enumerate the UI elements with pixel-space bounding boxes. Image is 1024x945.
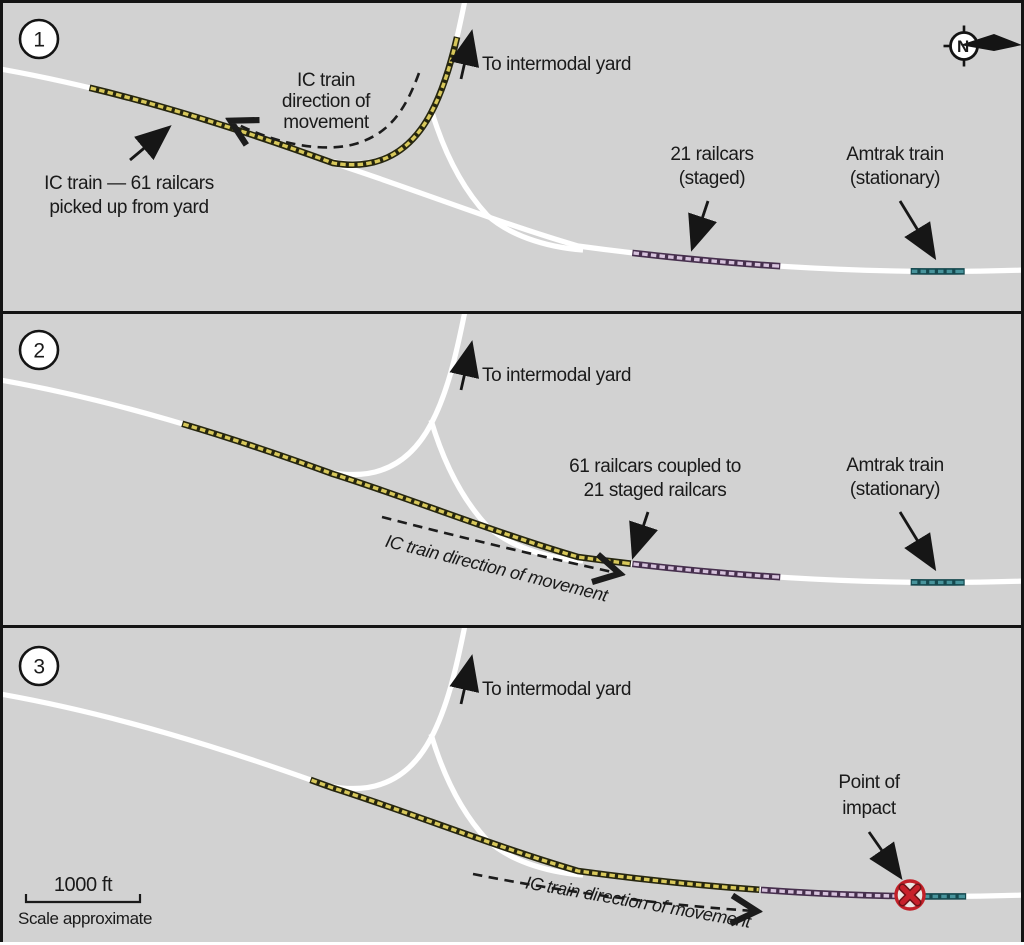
ic-train-body [3, 691, 1021, 900]
north-compass-icon: N [943, 25, 1021, 67]
panel-number-badge: 1 [18, 18, 60, 60]
amtrak-train-links [3, 692, 1021, 899]
movement-label-line3: movement [283, 112, 370, 133]
yard-direction-arrow [449, 654, 480, 705]
panel-2: To intermodal yard 61 railcars coupled t… [3, 311, 1021, 625]
ic-train-pointer-arrow [129, 125, 172, 162]
staged-railcars-pointer-arrow [688, 200, 717, 252]
impact-x-icon [894, 879, 926, 911]
panel-1-canvas: IC train direction of movement To interm… [3, 3, 1021, 275]
train-layer [3, 3, 1021, 275]
amtrak-label-line1: Amtrak train [846, 144, 944, 165]
main-track [3, 691, 1021, 900]
panel-number-badge: 3 [18, 645, 60, 687]
movement-dashed-arrow [472, 872, 754, 911]
amtrak-pointer-arrow [898, 200, 937, 261]
wye-connector-track [428, 108, 584, 253]
scale-bar-bracket [24, 894, 142, 904]
train-layer [3, 691, 1021, 900]
train-layer [3, 377, 1021, 586]
compass-north-label: N [957, 37, 969, 56]
coupled-label-line2: 21 staged railcars [584, 480, 727, 501]
wye-connector-track [428, 733, 584, 878]
ic-train-label-line2: picked up from yard [49, 197, 208, 218]
staged-railcars-body [3, 691, 1021, 900]
amtrak-train-body [3, 691, 1021, 900]
impact-pointer-arrow [867, 831, 903, 880]
panel-number: 3 [33, 656, 44, 679]
yard-label: To intermodal yard [482, 365, 631, 386]
coupled-label-line1: 61 railcars coupled to [569, 456, 741, 477]
coupled-pointer-arrow [629, 511, 658, 560]
staged-railcars-label-line1: 21 railcars [670, 144, 753, 165]
panel-number-badge: 2 [18, 329, 60, 371]
yard-direction-arrow [449, 29, 480, 80]
movement-label-inline: IC train direction of movement [383, 531, 611, 606]
yard-branch-track [328, 628, 468, 792]
panel-number: 1 [33, 29, 44, 52]
ic-train-links [3, 3, 467, 167]
yard-label: To intermodal yard [482, 54, 631, 75]
wye-connector-track [428, 419, 584, 564]
scale-bar: 1000 ft Scale approximate [18, 874, 152, 928]
staged-railcars-links [3, 692, 1021, 899]
movement-label-line1: IC train [297, 70, 355, 91]
staged-railcars-label-line2: (staged) [679, 168, 746, 189]
movement-dashed-arrow [233, 72, 421, 149]
yard-label: To intermodal yard [482, 679, 631, 700]
panel-3-canvas: To intermodal yard Point of impact IC tr… [3, 628, 1021, 932]
impact-label-line2: impact [842, 798, 897, 819]
panel-number: 2 [33, 340, 44, 363]
amtrak-pointer-arrow [898, 511, 937, 572]
panel-1: IC train direction of movement To interm… [3, 3, 1021, 311]
scale-distance-label: 1000 ft [54, 874, 113, 896]
amtrak-label-line1: Amtrak train [846, 455, 944, 476]
ic-train-links [3, 378, 1021, 585]
movement-dashed-arrow [381, 515, 617, 573]
yard-branch-track [328, 314, 468, 478]
movement-label-line2: direction of [282, 91, 371, 112]
ic-train-label-line1: IC train — 61 railcars [44, 173, 214, 194]
amtrak-label-line2: (stationary) [850, 479, 940, 500]
panel-2-canvas: To intermodal yard 61 railcars coupled t… [3, 314, 1021, 606]
panel-3: To intermodal yard Point of impact IC tr… [3, 625, 1021, 942]
compass-needle-icon [960, 34, 1021, 51]
scale-note-label: Scale approximate [18, 909, 152, 928]
impact-label-line1: Point of [838, 772, 900, 793]
amtrak-label-line2: (stationary) [850, 168, 940, 189]
yard-direction-arrow [449, 340, 480, 391]
ic-train-links [3, 692, 1021, 899]
